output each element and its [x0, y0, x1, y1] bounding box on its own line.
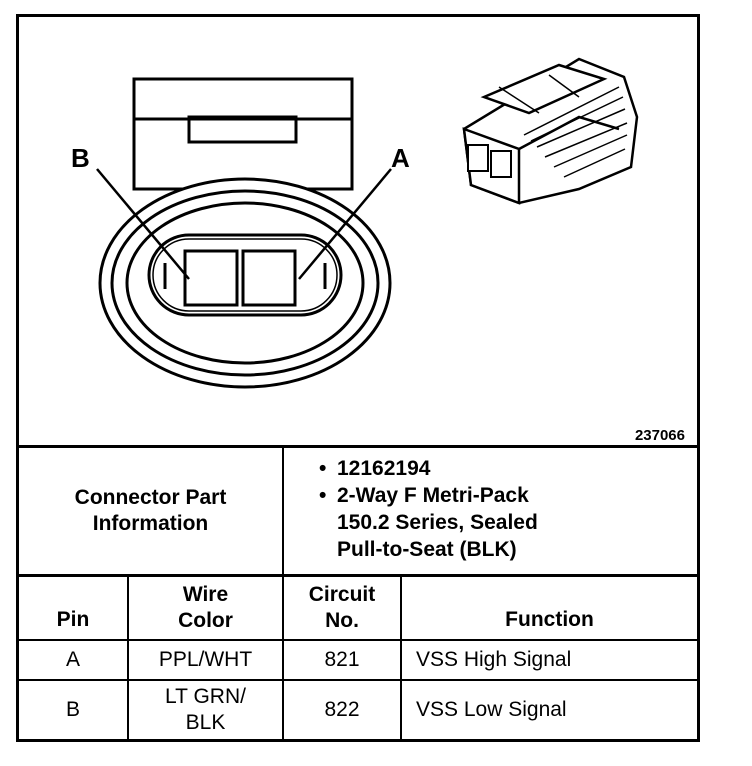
header-circuit-line1: Circuit [308, 583, 376, 606]
connector-part-info-list: 12162194 2-Way F Metri-Pack 150.2 Series… [309, 455, 694, 563]
divider-header [19, 639, 697, 641]
row-b-wire-color: LT GRN/ BLK [129, 681, 282, 739]
figure-number: 237066 [634, 427, 685, 444]
connector-description-line1: 2-Way F Metri-Pack [337, 484, 529, 507]
divider-row-a [19, 679, 697, 681]
header-wire-color: Wire Color [129, 577, 282, 639]
pin-leader-lines [96, 168, 392, 280]
part-number: 12162194 [309, 455, 694, 482]
divider-col-info [282, 448, 284, 739]
row-a-wire-color: PPL/WHT [158, 648, 253, 671]
header-function: Function [505, 608, 594, 631]
connector-part-label-line2: Information [92, 512, 209, 535]
header-wire-color-line1: Wire [182, 583, 229, 606]
row-b-function: VSS Low Signal [416, 698, 567, 721]
row-b-wire-color-line1: LT GRN/ [165, 685, 246, 708]
header-circuit-no: Circuit No. [284, 577, 400, 639]
connector-description: 2-Way F Metri-Pack 150.2 Series, Sealed … [309, 482, 694, 563]
connector-description-line3: Pull-to-Seat (BLK) [337, 538, 517, 561]
divider-col-pin [127, 577, 129, 739]
connector-description-line2: 150.2 Series, Sealed [337, 511, 538, 534]
divider-illustration [19, 445, 697, 448]
divider-col-circuit [400, 577, 402, 739]
diagram-frame: B A 237066 Connector Part Informa [16, 14, 700, 742]
row-a-pin: A [65, 648, 80, 671]
row-b-circuit: 822 [324, 698, 360, 721]
connector-part-info-label: Connector Part Information [19, 448, 282, 574]
row-b-pin: B [65, 698, 80, 721]
header-circuit-line2: No. [325, 609, 359, 632]
pin-a-label: A [391, 143, 410, 173]
divider-info [19, 574, 697, 577]
header-pin: Pin [56, 608, 90, 631]
pin-b-label: B [71, 143, 90, 173]
connector-isometric-view [462, 57, 639, 205]
connector-face-view [98, 77, 392, 389]
row-a-circuit: 821 [324, 648, 360, 671]
row-b-wire-color-line2: BLK [185, 711, 226, 734]
connector-part-label-line1: Connector Part [74, 486, 227, 509]
header-wire-color-line2: Color [178, 609, 233, 632]
row-a-function: VSS High Signal [416, 648, 572, 671]
connector-illustration: B A [71, 57, 639, 389]
